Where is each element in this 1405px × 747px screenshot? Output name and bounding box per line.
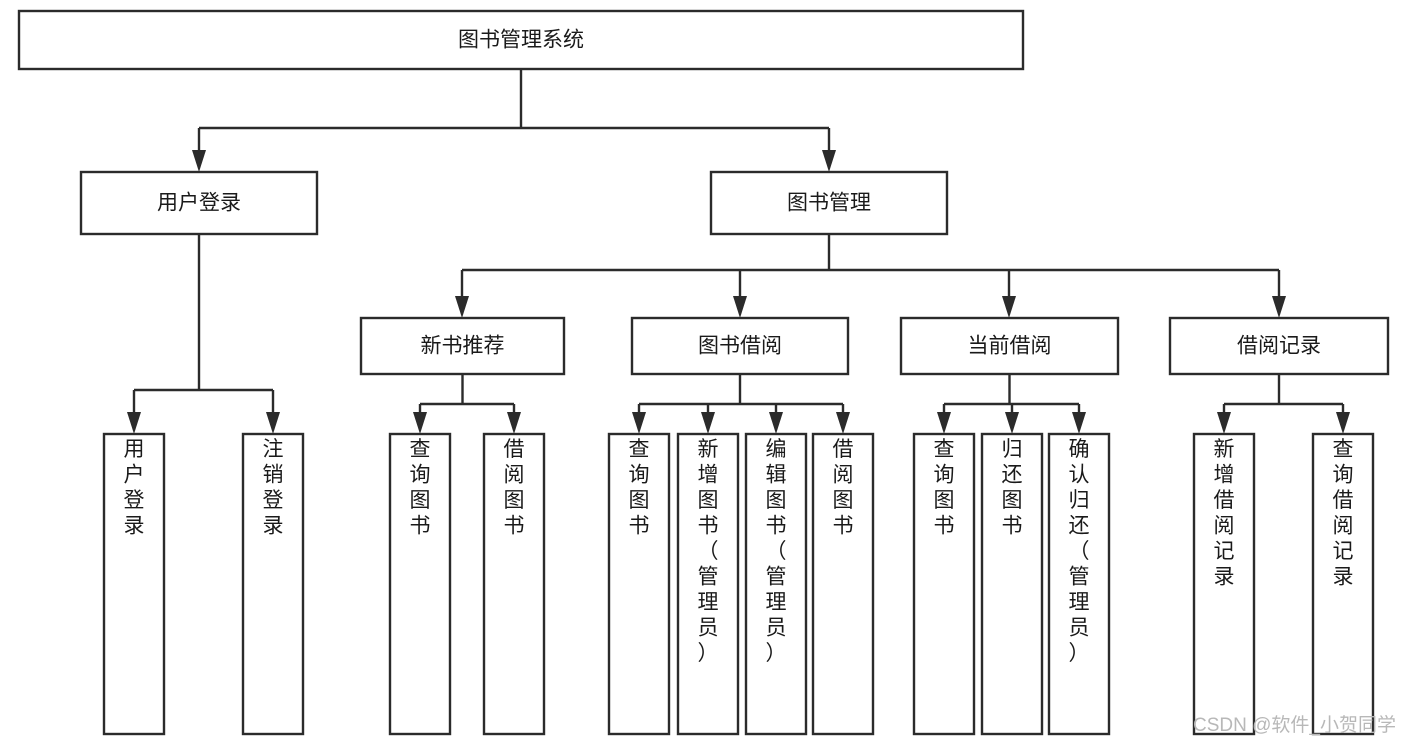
node-label-leaf-confirm-return-admin: 确认归还（管理员） <box>1069 438 1090 665</box>
node-label-leaf-query-borrow-record: 查询借阅记录 <box>1333 438 1354 589</box>
node-leaf-borrow-book-recommend[interactable]: 借阅图书 <box>482 432 546 736</box>
node-box-leaf-logout-login[interactable] <box>241 432 305 736</box>
node-label-book-manage: 图书管理 <box>787 192 871 215</box>
borrow-to-leaves-arrow-3 <box>836 412 850 434</box>
node-current-borrow[interactable]: 当前借阅 <box>899 316 1120 376</box>
node-box-leaf-add-borrow-record[interactable] <box>1192 432 1256 736</box>
node-box-leaf-borrow-book-recommend[interactable] <box>482 432 546 736</box>
recommend-to-leaves-arrow-0 <box>413 412 427 434</box>
user-login-to-leaves-arrow-1 <box>266 412 280 434</box>
node-leaf-user-login[interactable]: 用户登录 <box>102 432 166 736</box>
book-manage-to-level3-arrow-1 <box>733 296 747 318</box>
record-to-leaves-arrow-0 <box>1217 412 1231 434</box>
node-new-book-recommend[interactable]: 新书推荐 <box>359 316 566 376</box>
node-box-leaf-query-borrow-record[interactable] <box>1311 432 1375 736</box>
node-leaf-logout-login[interactable]: 注销登录 <box>241 432 305 736</box>
node-box-current-borrow[interactable] <box>899 316 1120 376</box>
node-box-leaf-query-book-recommend[interactable] <box>388 432 452 736</box>
node-box-leaf-confirm-return-admin[interactable] <box>1047 432 1111 736</box>
connector-links-layer <box>127 69 1350 434</box>
record-to-leaves-arrow-1 <box>1336 412 1350 434</box>
node-box-leaf-query-book-current[interactable] <box>912 432 976 736</box>
node-label-leaf-borrow-book-recommend: 借阅图书 <box>504 438 525 538</box>
node-leaf-query-book-recommend[interactable]: 查询图书 <box>388 432 452 736</box>
node-label-leaf-user-login: 用户登录 <box>124 438 145 538</box>
node-leaf-query-borrow-record[interactable]: 查询借阅记录 <box>1311 432 1375 736</box>
node-label-new-book-recommend: 新书推荐 <box>421 335 505 358</box>
root-to-level2-arrow-1 <box>822 150 836 172</box>
node-leaf-return-book[interactable]: 归还图书 <box>980 432 1044 736</box>
node-label-leaf-add-book-admin: 新增图书（管理员） <box>698 438 719 665</box>
node-label-leaf-borrow-book: 借阅图书 <box>833 438 854 538</box>
node-label-leaf-query-book-recommend: 查询图书 <box>410 438 431 538</box>
node-user-login[interactable]: 用户登录 <box>79 170 319 236</box>
node-label-book-borrow: 图书借阅 <box>698 335 782 358</box>
current-to-leaves-arrow-0 <box>937 412 951 434</box>
current-to-leaves-arrow-1 <box>1005 412 1019 434</box>
node-label-leaf-query-book-current: 查询图书 <box>934 438 955 538</box>
node-borrow-record[interactable]: 借阅记录 <box>1168 316 1390 376</box>
node-leaf-add-borrow-record[interactable]: 新增借阅记录 <box>1192 432 1256 736</box>
node-box-leaf-query-book-borrow[interactable] <box>607 432 671 736</box>
node-box-borrow-record[interactable] <box>1168 316 1390 376</box>
node-box-root[interactable] <box>17 9 1025 71</box>
borrow-to-leaves-arrow-2 <box>769 412 783 434</box>
book-manage-to-level3-arrow-2 <box>1002 296 1016 318</box>
node-leaf-edit-book-admin[interactable]: 编辑图书（管理员） <box>744 432 808 736</box>
user-login-to-leaves-arrow-0 <box>127 412 141 434</box>
node-box-book-borrow[interactable] <box>630 316 850 376</box>
node-label-leaf-add-borrow-record: 新增借阅记录 <box>1214 438 1235 589</box>
recommend-to-leaves-arrow-1 <box>507 412 521 434</box>
node-box-new-book-recommend[interactable] <box>359 316 566 376</box>
root-to-level2-arrow-0 <box>192 150 206 172</box>
borrow-to-leaves-arrow-0 <box>632 412 646 434</box>
book-manage-to-level3-arrow-3 <box>1272 296 1286 318</box>
book-manage-to-level3-arrow-0 <box>455 296 469 318</box>
node-label-leaf-query-book-borrow: 查询图书 <box>629 438 650 538</box>
node-box-leaf-borrow-book[interactable] <box>811 432 875 736</box>
node-box-user-login[interactable] <box>79 170 319 236</box>
node-label-leaf-edit-book-admin: 编辑图书（管理员） <box>766 438 787 665</box>
node-leaf-confirm-return-admin[interactable]: 确认归还（管理员） <box>1047 432 1111 736</box>
current-to-leaves-arrow-2 <box>1072 412 1086 434</box>
node-label-leaf-return-book: 归还图书 <box>1002 438 1023 538</box>
csdn-watermark: CSDN @软件_小贺同学 <box>1193 714 1396 736</box>
node-leaf-add-book-admin[interactable]: 新增图书（管理员） <box>676 432 740 736</box>
node-box-leaf-add-book-admin[interactable] <box>676 432 740 736</box>
node-leaf-query-book-borrow[interactable]: 查询图书 <box>607 432 671 736</box>
node-root[interactable]: 图书管理系统 <box>17 9 1025 71</box>
node-label-user-login: 用户登录 <box>157 192 241 215</box>
node-label-current-borrow: 当前借阅 <box>968 335 1052 358</box>
node-label-root: 图书管理系统 <box>458 29 584 52</box>
node-leaf-borrow-book[interactable]: 借阅图书 <box>811 432 875 736</box>
node-box-leaf-edit-book-admin[interactable] <box>744 432 808 736</box>
node-label-borrow-record: 借阅记录 <box>1237 335 1321 358</box>
node-box-book-manage[interactable] <box>709 170 949 236</box>
borrow-to-leaves-arrow-1 <box>701 412 715 434</box>
node-book-manage[interactable]: 图书管理 <box>709 170 949 236</box>
node-book-borrow[interactable]: 图书借阅 <box>630 316 850 376</box>
node-box-leaf-user-login[interactable] <box>102 432 166 736</box>
node-leaf-query-book-current[interactable]: 查询图书 <box>912 432 976 736</box>
node-box-leaf-return-book[interactable] <box>980 432 1044 736</box>
node-label-leaf-logout-login: 注销登录 <box>263 438 284 538</box>
node-boxes-layer: 图书管理系统用户登录图书管理新书推荐图书借阅当前借阅借阅记录用户登录注销登录查询… <box>17 9 1390 736</box>
